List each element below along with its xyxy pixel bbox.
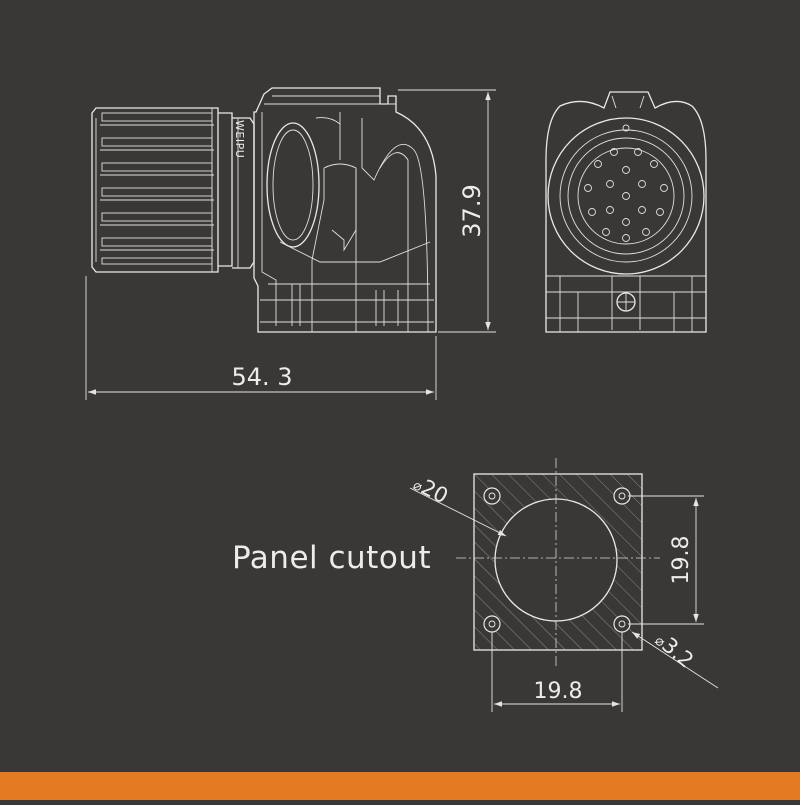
dim-panel-height-label: 19.8	[669, 536, 694, 585]
dim-panel-width-label: 19.8	[534, 679, 583, 704]
knurled-nut	[91, 107, 219, 273]
panel-cutout: Panel cutout ⌀20 ⌀3.2 19.8	[232, 458, 719, 712]
connector-side-view: WEIPU	[85, 87, 496, 400]
accent-bar	[0, 772, 800, 800]
mounting-holes	[483, 487, 631, 633]
dim-height-label: 37.9	[458, 184, 486, 237]
dim-screw-label: ⌀3.2	[651, 627, 698, 672]
coupling-ring: WEIPU	[218, 112, 255, 269]
panel-cutout-title: Panel cutout	[232, 540, 431, 576]
connector-front-view	[545, 91, 707, 333]
dimension-height: 37.9	[398, 89, 496, 333]
dim-hole-label: ⌀20	[410, 471, 452, 508]
contact-pins	[584, 148, 668, 242]
brand-marking: WEIPU	[233, 120, 246, 158]
dim-length-label: 54. 3	[231, 363, 292, 391]
angle-housing	[253, 87, 437, 333]
dimension-length: 54. 3	[85, 276, 437, 400]
